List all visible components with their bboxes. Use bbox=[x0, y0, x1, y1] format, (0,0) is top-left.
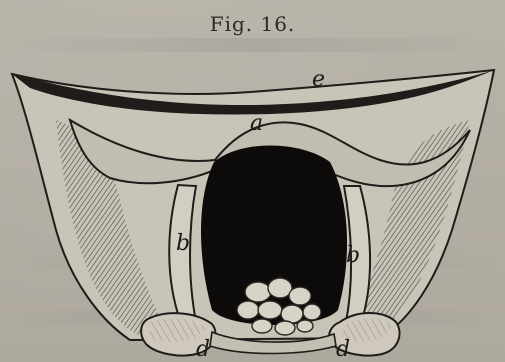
glottis-opening bbox=[201, 146, 347, 326]
label-b-right: b bbox=[346, 243, 360, 268]
label-a: a bbox=[250, 111, 263, 136]
label-d-right: d bbox=[336, 337, 350, 362]
label-d-left: d bbox=[196, 337, 210, 362]
label-b-left: b bbox=[176, 231, 190, 256]
label-e: e bbox=[312, 67, 325, 92]
